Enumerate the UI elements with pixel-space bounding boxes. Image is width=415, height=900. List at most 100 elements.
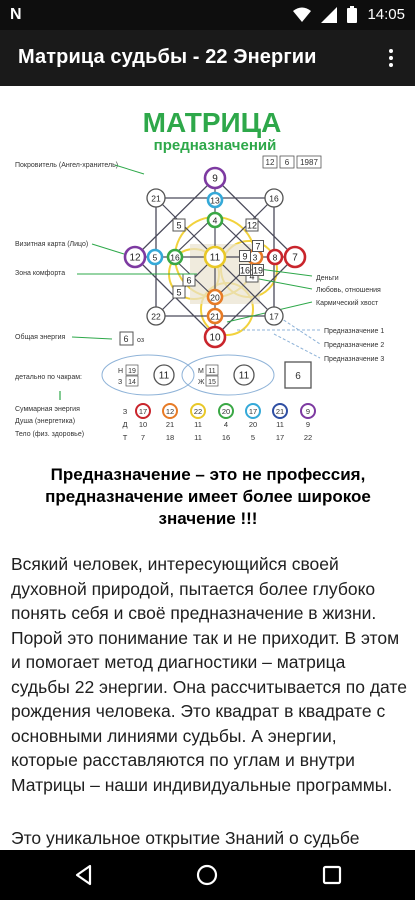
gender-block-1-letter-1: Ж <box>198 379 205 386</box>
chakra-sum-4-circle <box>245 403 261 419</box>
square-i1-value: 9 <box>242 252 247 262</box>
node-bottom-3 <box>206 307 224 325</box>
square-i2 <box>252 240 264 252</box>
node-top-right-value: 16 <box>269 194 279 204</box>
gender-block-1-circle-value: 11 <box>239 371 250 382</box>
node-left-2-value: 5 <box>153 253 158 263</box>
gender-block-0-value-1: 14 <box>128 379 136 386</box>
gender-block-1-box-0 <box>205 364 219 376</box>
chakra-row-2-value-0: 7 <box>141 433 145 442</box>
chakra-row-2-value-1: 18 <box>166 433 174 442</box>
node-bottom <box>203 325 227 349</box>
chakra-row-0-value-1: 12 <box>166 407 174 416</box>
square-i1 <box>239 250 251 262</box>
gender-block-0-value-0: 19 <box>128 368 136 375</box>
app-title: Матрица судьбы - 22 Энергии <box>18 46 317 68</box>
node-right-value: 7 <box>292 253 298 264</box>
date-box-1 <box>279 155 295 169</box>
system-nav-bar <box>0 850 415 900</box>
chakra-sum-0-circle <box>135 403 151 419</box>
chakra-sum-5-circle <box>272 403 288 419</box>
square-d2-value: 12 <box>247 221 257 231</box>
chakra-row-0-value-6: 9 <box>306 407 310 416</box>
gender-block-1-circle <box>233 364 255 386</box>
node-right-3 <box>266 248 284 266</box>
square-d5-value: 4 <box>249 272 254 282</box>
date-box-2 <box>296 155 322 169</box>
diagram-line <box>258 278 313 290</box>
diagram-line <box>71 336 113 340</box>
notification-n-icon: N <box>10 6 22 23</box>
purpose-line-2 <box>273 333 321 359</box>
status-bar: N 14:05 <box>0 0 415 30</box>
right-label-2: Кармический хвост <box>316 299 379 307</box>
back-icon[interactable] <box>72 863 96 887</box>
date-box-1-value: 6 <box>285 158 290 167</box>
chakra-row-2-value-3: 16 <box>222 433 230 442</box>
final-square-value: 6 <box>295 371 301 382</box>
chakra-row-1-value-4: 20 <box>249 420 257 429</box>
node-bottom-3-value: 21 <box>210 312 220 322</box>
square-i4-value: 19 <box>253 266 263 276</box>
node-top <box>203 166 227 190</box>
left-label-3: Общая энергия <box>15 333 66 341</box>
node-bottom-2-value: 20 <box>210 293 220 303</box>
left-label-6: Душа (энергетика) <box>15 418 75 425</box>
chakra-sum-3-circle <box>218 403 234 419</box>
node-bottom-left-value: 22 <box>151 312 161 322</box>
node-top-2 <box>206 191 224 209</box>
signal-icon <box>321 6 338 23</box>
gender-block-1-box-1 <box>205 375 219 387</box>
chakra-sum-6-circle <box>300 403 316 419</box>
left-label-2: Зона комфорта <box>15 270 65 277</box>
square-i3-value: 16 <box>240 266 250 276</box>
article-headline: Предназначение – это не профессия, предн… <box>45 465 371 528</box>
square-d2 <box>245 218 259 232</box>
recents-icon[interactable] <box>320 863 344 887</box>
node-top-2-value: 13 <box>210 196 220 206</box>
node-bottom-right-value: 17 <box>269 312 279 322</box>
general-energy-suffix: оз <box>137 337 144 344</box>
chakra-row-0-value-3: 20 <box>222 407 230 416</box>
final-square <box>284 361 312 389</box>
chakra-row-2-value-4: 5 <box>251 433 255 442</box>
node-right-3-value: 8 <box>273 253 278 263</box>
node-left <box>123 245 147 269</box>
purpose-label-2: Предназначение 3 <box>324 356 384 363</box>
square-d1 <box>172 218 186 232</box>
left-label-4: детально по чакрам: <box>15 374 82 381</box>
purpose-label-1: Предназначение 2 <box>324 342 384 349</box>
node-top-value: 9 <box>212 174 218 185</box>
chakra-row-2-value-2: 11 <box>194 433 202 442</box>
node-bottom-left <box>146 306 166 326</box>
overflow-menu-icon[interactable] <box>377 44 405 72</box>
gender-block-0-letter-0: Н <box>118 368 123 375</box>
node-top-3 <box>206 211 224 229</box>
chakra-row-1-value-3: 4 <box>224 420 228 429</box>
date-box-0 <box>262 155 278 169</box>
chakra-row-1-letter: Д <box>122 420 127 429</box>
wifi-icon <box>293 7 312 22</box>
square-d1-value: 5 <box>176 221 181 231</box>
node-top-left <box>146 188 166 208</box>
chakra-row-1-value-5: 11 <box>276 420 284 429</box>
chakra-row-0-letter: З <box>123 407 128 416</box>
chakra-sum-2-circle <box>190 403 206 419</box>
home-icon[interactable] <box>195 863 219 887</box>
status-icons: 14:05 <box>293 6 405 23</box>
chakra-sum-1-circle <box>162 403 178 419</box>
chakra-row-0-value-2: 22 <box>194 407 202 416</box>
gender-block-0-box-0 <box>125 364 139 376</box>
chakra-row-0-value-0: 17 <box>139 407 147 416</box>
gender-block-1-letter-0: М <box>198 368 204 375</box>
chakra-row-0-value-4: 17 <box>249 407 257 416</box>
square-d3 <box>172 285 186 299</box>
general-energy-value: 6 <box>123 334 128 344</box>
node-right-2-value: 3 <box>253 253 258 263</box>
article-paragraph-2: Это уникальное открытие Знаний о судьбе … <box>11 828 360 848</box>
figure-title: МАТРИЦА <box>143 107 282 138</box>
chakra-row-2-value-6: 22 <box>304 433 312 442</box>
node-left-value: 12 <box>129 253 141 264</box>
